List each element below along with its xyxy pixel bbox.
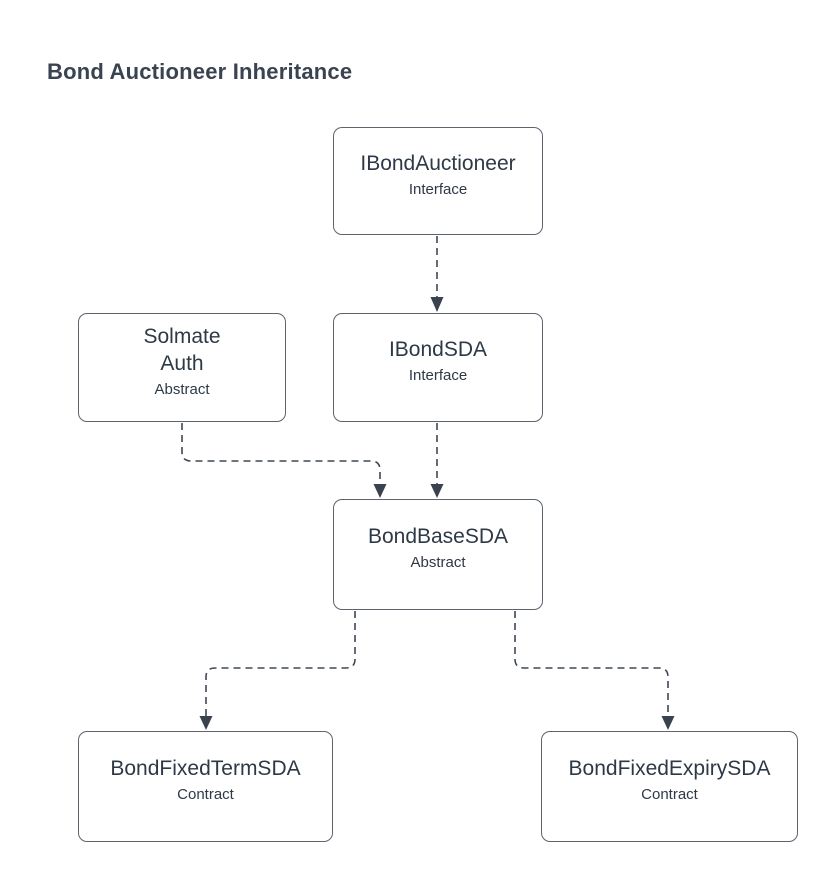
arrowhead-bondbasesda-right <box>430 484 444 498</box>
edge-solmateauth-bondbasesda <box>181 423 381 484</box>
node-bondbasesda-stereotype: Abstract <box>410 554 466 571</box>
node-solmate-auth-label: Solmate Auth <box>143 324 221 375</box>
node-bondfixedexpirysda-stereotype: Contract <box>641 786 698 803</box>
node-bondfixedtermsda-stereotype: Contract <box>177 786 234 803</box>
node-ibondsda-label: IBondSDA <box>388 338 488 361</box>
node-solmate-auth-stereotype: Abstract <box>154 380 210 398</box>
node-bondfixedexpirysda: BondFixedExpirySDA Contract <box>541 731 798 842</box>
node-bondfixedtermsda-label: BondFixedTermSDA <box>110 757 301 780</box>
arrowhead-ibondsda <box>430 297 444 312</box>
node-bondfixedtermsda: BondFixedTermSDA Contract <box>78 731 333 842</box>
node-bondfixedexpirysda-label: BondFixedExpirySDA <box>568 757 771 780</box>
edge-bondbasesda-bondfixedexpirysda <box>514 611 669 716</box>
arrowhead-bondbasesda-left <box>373 484 387 498</box>
arrowhead-bondfixedtermsda <box>199 716 213 730</box>
node-ibondsda: IBondSDA Interface <box>333 313 543 422</box>
node-ibondsda-stereotype: Interface <box>408 367 468 384</box>
node-bondbasesda-label: BondBaseSDA <box>367 525 509 548</box>
node-bondbasesda: BondBaseSDA Abstract <box>333 499 543 610</box>
node-solmate-auth: Solmate Auth Abstract <box>78 313 286 422</box>
node-ibondauctioneer-stereotype: Interface <box>408 180 468 198</box>
diagram-title: Bond Auctioneer Inheritance <box>47 59 353 84</box>
edge-bondbasesda-bondfixedtermsda <box>205 611 356 716</box>
arrowhead-bondfixedexpirysda <box>661 716 675 730</box>
node-ibondauctioneer: IBondAuctioneer Interface <box>333 127 543 235</box>
node-ibondauctioneer-label: IBondAuctioneer <box>360 151 516 175</box>
